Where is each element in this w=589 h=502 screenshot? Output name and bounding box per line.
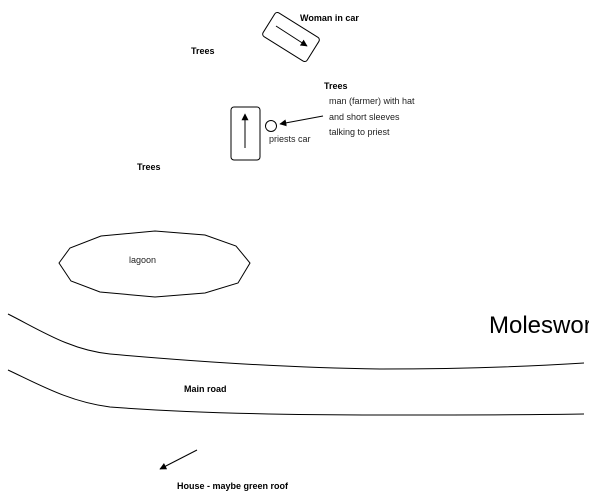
- trees-label-left: Trees: [137, 162, 161, 172]
- main-road-label: Main road: [184, 384, 227, 394]
- woman-car-body: [262, 11, 320, 63]
- woman-car: [262, 11, 320, 63]
- farmer-label-line3: talking to priest: [329, 127, 390, 137]
- road-edge-lower: [7, 369, 585, 416]
- farmer-marker: [265, 120, 277, 132]
- trees-label-top: Trees: [191, 46, 215, 56]
- trees-label-right: Trees: [324, 81, 348, 91]
- woman-in-car-label: Woman in car: [300, 13, 359, 23]
- place-name-label: Molesworth: [489, 312, 589, 339]
- lagoon-shape: [58, 230, 251, 298]
- house-pointer-arrow: [159, 449, 198, 470]
- priests-car-body: [230, 106, 261, 161]
- lagoon-label: lagoon: [129, 255, 156, 265]
- farmer-label-line2: and short sleeves: [329, 112, 400, 122]
- priests-car: [230, 106, 261, 161]
- house-label: House - maybe green roof: [177, 481, 289, 491]
- priests-car-label: priests car: [269, 134, 311, 144]
- farmer-pointer-arrow: [279, 115, 324, 127]
- woman-car-direction-arrow: [275, 25, 308, 47]
- farmer-label-line1: man (farmer) with hat: [329, 96, 415, 106]
- road-edge-upper: [7, 313, 585, 370]
